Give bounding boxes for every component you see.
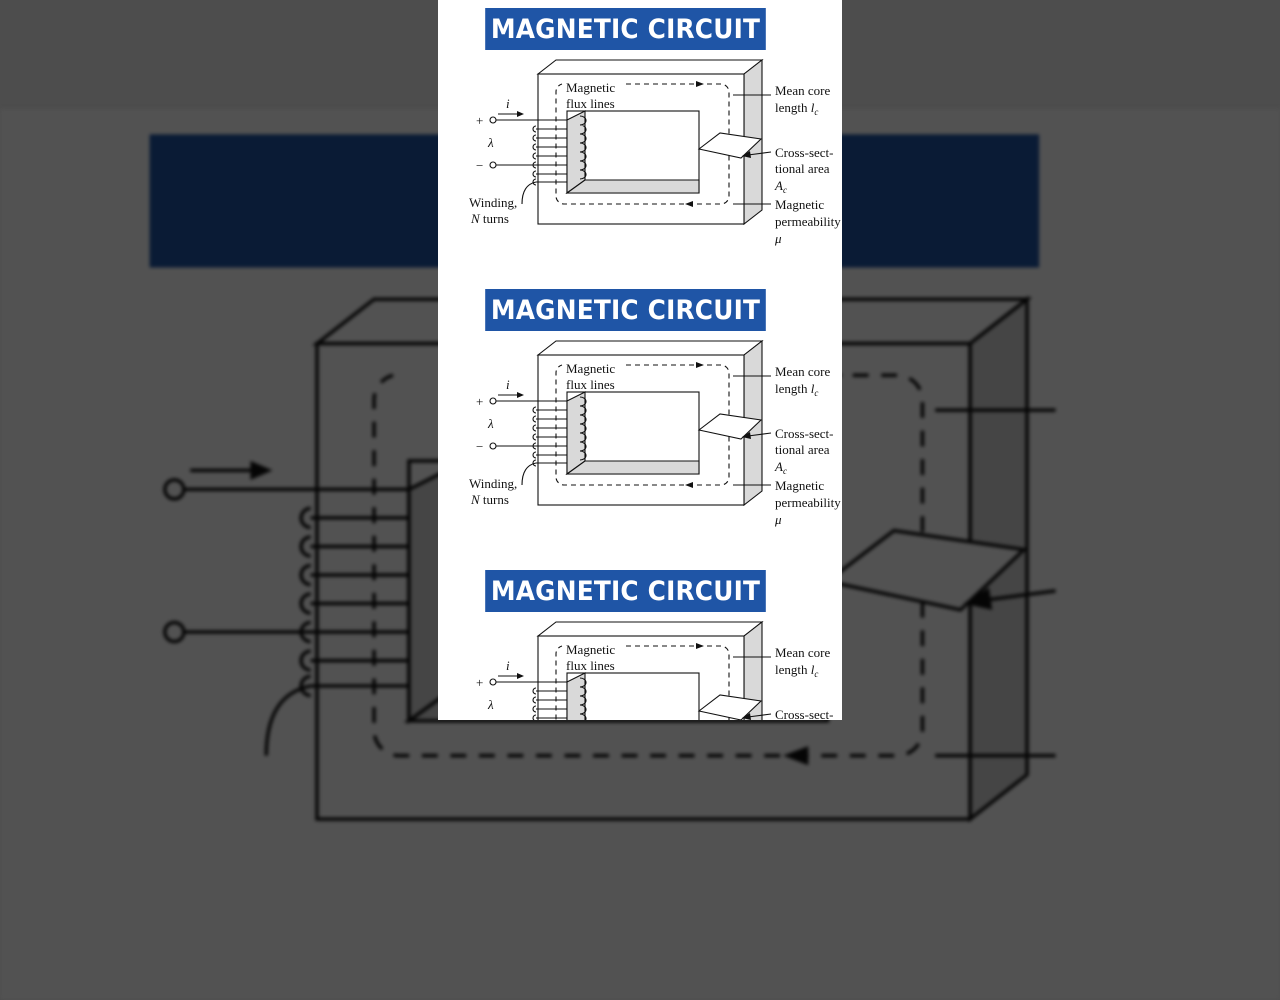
minus-label: − [476,158,483,173]
flux-path-dashed [555,364,730,486]
mean-core-label: Mean core [775,364,830,379]
winding-coil [532,677,587,720]
permeability-label: permeability [775,495,841,510]
cross-section-plane [697,132,763,159]
winding-leader [264,684,312,756]
flux-label: Magnetic [566,80,615,95]
plus-terminal [489,116,497,124]
minus-label: − [476,439,483,454]
current-arrow-icon [517,392,524,398]
cross-section-plane [697,413,763,440]
magnetic-circuit-diagram: Magnetic flux lines i + − λ Winding, N t… [469,58,841,246]
cross-section-symbol: Ac [774,178,787,195]
core-top-face [536,59,764,75]
flux-arrow-left-icon [685,482,693,488]
winding-turns-label: N turns [470,211,509,226]
cross-section-label: Cross-sect- [775,707,834,720]
flux-arrow-left-icon [685,201,693,207]
winding-leader [521,181,537,205]
cross-section-label: tional area [775,161,830,176]
plus-label: + [476,113,483,128]
core-top-face [536,621,764,637]
flux-arrow-right-icon [696,643,704,649]
core-inner-bottom-wall [565,179,700,194]
permeability-symbol: μ [774,231,782,246]
plus-terminal [489,678,497,686]
winding-label: Winding, [469,195,517,210]
cross-section-label: Cross-sect- [775,145,834,160]
flux-arrow-right-icon [696,362,704,368]
core-inner-bottom-wall [565,460,700,475]
current-label: i [506,377,510,392]
core-side-face [743,620,763,720]
cross-section-plane [697,694,763,720]
flux-linkage-label: λ [487,697,494,712]
magnetic-circuit-diagram: Magnetic flux lines i + − λ Winding, N t… [469,339,841,527]
core-window [566,391,700,475]
minus-terminal [489,442,497,450]
cross-section-label: Cross-sect- [775,426,834,441]
plus-terminal [489,397,497,405]
diagram-block-2: MAGNETIC CIRCUIT [438,281,842,562]
cross-section-leader [982,589,1056,603]
flux-path-dashed [555,645,730,720]
core-window [566,672,700,720]
cross-section-plane [823,528,1028,612]
plus-label: + [476,394,483,409]
flux-path-dashed [372,373,925,758]
current-arrow-icon [517,111,524,117]
winding-coil [532,115,587,186]
cross-section-arrow-icon [963,587,993,610]
cross-section-arrow-icon [742,151,751,158]
flux-label: Magnetic [566,642,615,657]
flux-arrow-right-icon [696,81,704,87]
diagram-block-3: MAGNETIC CIRCUIT [438,562,842,720]
minus-terminal [489,161,497,169]
winding-leader [521,462,537,486]
flux-label: flux lines [566,96,615,111]
cross-section-leader [747,151,772,156]
video-panel: MAGNETIC CIRCUIT [438,0,842,720]
title-banner: MAGNETIC CIRCUIT [485,289,766,331]
minus-terminal [163,620,186,644]
current-arrow-icon [517,673,524,679]
mean-core-length-label: length lc [775,662,818,679]
cross-section-symbol: Ac [774,459,787,476]
plus-terminal [163,478,186,501]
cross-section-arrow-icon [742,713,751,720]
magnetic-circuit-diagram: Magnetic flux lines i + − λ Winding, N t… [476,620,834,720]
flux-linkage-label: λ [487,416,494,431]
flux-path-dashed [555,83,730,205]
core-top-face [536,340,764,356]
core-window [566,110,700,194]
flux-linkage-label: λ [487,135,494,150]
plus-label: + [476,675,483,690]
cross-section-leader [747,713,772,718]
permeability-label: Magnetic [775,478,824,493]
core-inner-left-wall [566,672,586,720]
winding-coil [532,396,587,467]
cross-section-arrow-icon [742,432,751,439]
flux-label: flux lines [566,377,615,392]
flux-label: Magnetic [566,361,615,376]
winding-label: Winding, [469,476,517,491]
mean-core-length-label: length lc [775,100,818,117]
current-label: i [506,658,510,673]
mean-core-label: Mean core [775,83,830,98]
mean-core-length-label: length lc [775,381,818,398]
title-banner: MAGNETIC CIRCUIT [485,570,766,612]
current-arrow-icon [250,460,273,480]
cross-section-leader [747,432,772,437]
permeability-label: permeability [775,214,841,229]
mean-core-label: Mean core [775,645,830,660]
diagram-block-1: MAGNETIC CIRCUIT [438,0,842,281]
flux-label: flux lines [566,658,615,673]
title-banner: MAGNETIC CIRCUIT [485,8,766,50]
winding-turns-label: N turns [470,492,509,507]
cross-section-label: tional area [775,442,830,457]
current-label: i [506,96,510,111]
permeability-symbol: μ [774,512,782,527]
permeability-label: Magnetic [775,197,824,212]
